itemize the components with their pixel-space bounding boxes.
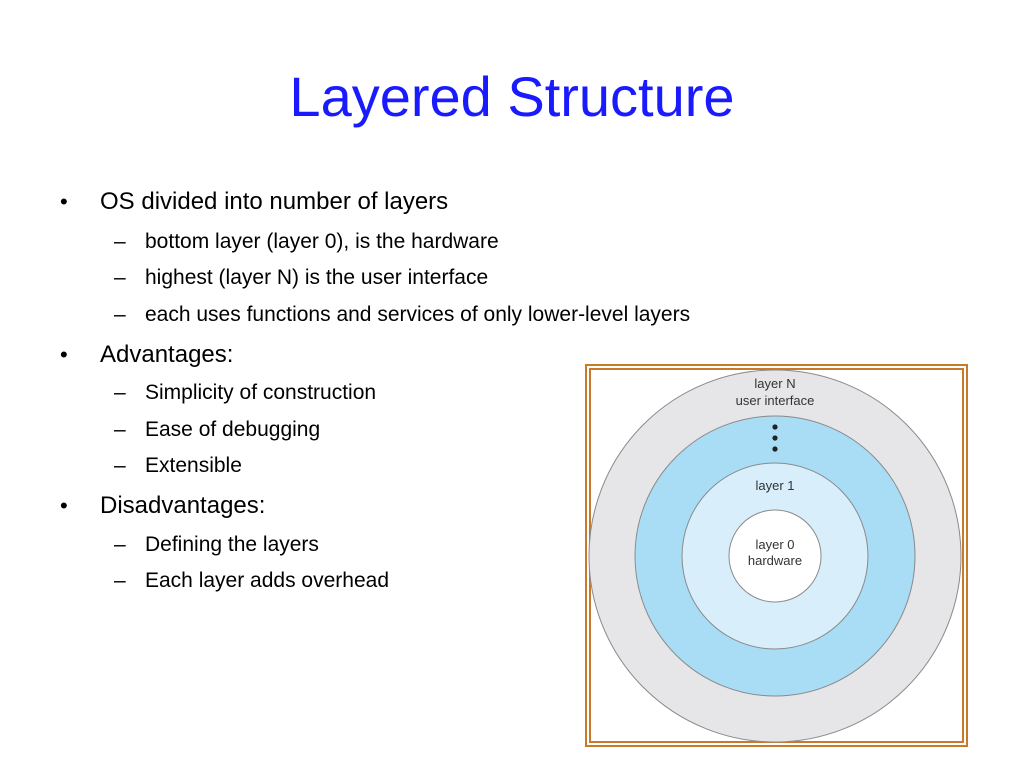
dash-marker: – [114,266,126,289]
ellipsis-dot [772,435,778,441]
layer-n-label: layer N [754,376,795,391]
bullet-marker: • [60,189,68,214]
sub-bullet-text: Extensible [145,454,242,477]
bullet-text: Disadvantages: [100,492,266,519]
dash-marker: – [114,418,126,441]
dash-marker: – [114,454,126,477]
bullet-text: Advantages: [100,341,234,368]
sub-bullet-text: Simplicity of construction [145,381,377,404]
hardware-label: hardware [748,553,802,568]
dash-marker: – [114,569,126,592]
slide-title: Layered Structure [289,65,735,128]
user-interface-label: user interface [736,393,815,408]
bullet-marker: • [60,493,68,518]
dash-marker: – [114,230,126,253]
sub-bullet-text: bottom layer (layer 0), is the hardware [145,230,499,253]
ellipsis-dot [772,424,778,430]
layer-diagram-svg: layer N user interface layer 1 layer 0 h… [585,364,968,747]
layer-diagram: layer N user interface layer 1 layer 0 h… [585,364,968,747]
sub-bullet-text: Ease of debugging [145,418,321,441]
ellipsis-dot [772,446,778,452]
layer-0-core [728,509,822,603]
sub-bullet-text: each uses functions and services of only… [145,303,691,326]
dash-marker: – [114,303,126,326]
dash-marker: – [114,533,126,556]
bullet-marker: • [60,342,68,367]
dash-marker: – [114,381,126,404]
sub-bullet-text: highest (layer N) is the user interface [145,266,489,289]
bullet-text: OS divided into number of layers [100,188,449,215]
sub-bullet-text: Defining the layers [145,533,319,556]
layer-1-label: layer 1 [755,478,794,493]
sub-bullet-text: Each layer adds overhead [145,569,389,592]
layer-0-label: layer 0 [755,537,794,552]
